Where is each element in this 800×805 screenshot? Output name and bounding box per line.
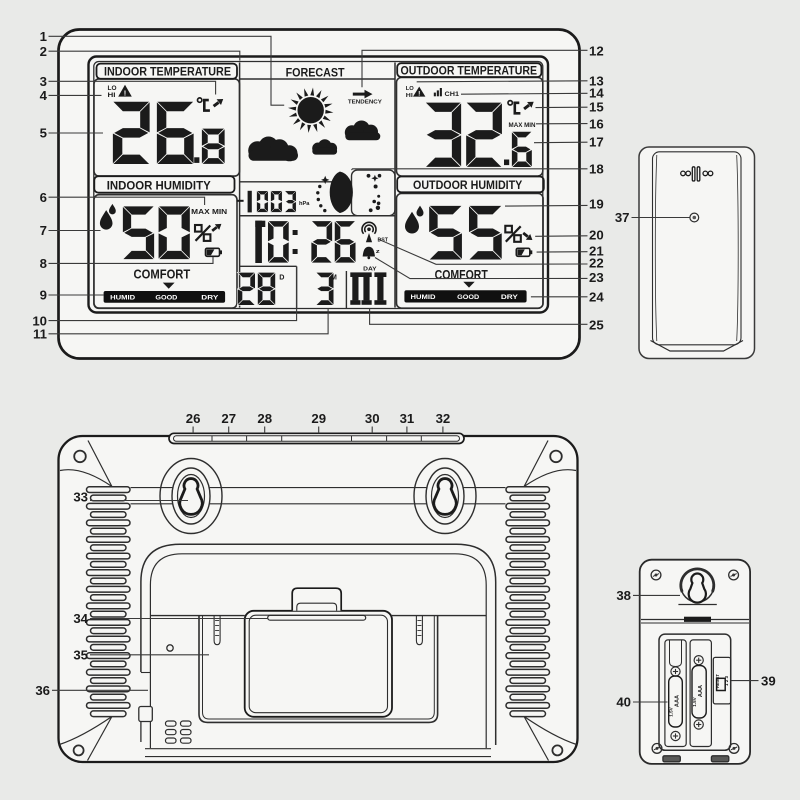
- svg-text:1.5V: 1.5V: [692, 696, 697, 706]
- svg-text:LO: LO: [108, 85, 117, 92]
- svg-text:3: 3: [40, 74, 47, 89]
- svg-text:18: 18: [589, 161, 604, 176]
- svg-text:16: 16: [589, 116, 604, 131]
- svg-text:19: 19: [589, 196, 604, 211]
- svg-text:9: 9: [40, 288, 47, 303]
- svg-text:HI: HI: [108, 92, 116, 99]
- svg-text:!: !: [124, 88, 127, 97]
- svg-text:M: M: [331, 273, 337, 282]
- svg-text:FORECAST: FORECAST: [286, 65, 345, 79]
- svg-text:27: 27: [221, 411, 236, 426]
- svg-text:15: 15: [589, 100, 604, 115]
- svg-text:24: 24: [589, 289, 604, 304]
- svg-text:17: 17: [589, 134, 604, 149]
- svg-text:hPa: hPa: [299, 201, 310, 207]
- svg-text:!: !: [418, 91, 420, 98]
- svg-text:MAX MIN: MAX MIN: [509, 123, 536, 129]
- svg-text:6: 6: [40, 190, 47, 205]
- svg-text:26: 26: [186, 411, 201, 426]
- svg-text:INDOOR HUMIDITY: INDOOR HUMIDITY: [107, 178, 211, 192]
- svg-text:DAY: DAY: [363, 266, 377, 272]
- svg-text:HUMID: HUMID: [110, 295, 135, 302]
- svg-text:OUTDOOR HUMIDITY: OUTDOOR HUMIDITY: [413, 178, 522, 192]
- svg-text:1.5V: 1.5V: [668, 706, 673, 716]
- svg-text:29: 29: [311, 411, 326, 426]
- svg-text:INDOOR TEMPERATURE: INDOOR TEMPERATURE: [104, 64, 231, 78]
- svg-text:5: 5: [40, 126, 47, 141]
- svg-text:32: 32: [436, 411, 451, 426]
- svg-text:30: 30: [365, 411, 380, 426]
- svg-text:25: 25: [589, 318, 604, 333]
- svg-text:22: 22: [589, 255, 604, 270]
- svg-text:7: 7: [40, 223, 47, 238]
- svg-text:HI: HI: [406, 93, 414, 99]
- svg-text:12: 12: [589, 44, 604, 59]
- svg-text:11: 11: [33, 327, 47, 342]
- svg-text:38: 38: [616, 588, 631, 603]
- svg-text:CH1: CH1: [445, 91, 460, 98]
- svg-text:40: 40: [616, 695, 631, 710]
- svg-text:COMFORT: COMFORT: [435, 267, 488, 282]
- svg-text:31: 31: [400, 411, 415, 426]
- svg-text:23: 23: [589, 270, 604, 285]
- svg-text:2: 2: [40, 44, 47, 59]
- svg-text:33: 33: [73, 490, 88, 505]
- svg-text:39: 39: [761, 673, 776, 688]
- svg-text:GOOD: GOOD: [457, 294, 479, 301]
- svg-text:RESET: RESET: [715, 674, 720, 688]
- svg-text:35: 35: [73, 648, 88, 663]
- svg-text:TENDENCY: TENDENCY: [348, 99, 383, 105]
- svg-text:AAA: AAA: [698, 685, 704, 697]
- svg-text:LO: LO: [406, 86, 414, 92]
- svg-text:GOOD: GOOD: [155, 295, 177, 302]
- svg-text:8: 8: [40, 256, 47, 271]
- svg-text:34: 34: [73, 611, 88, 626]
- svg-text:DRY: DRY: [201, 295, 219, 302]
- svg-text:D: D: [279, 273, 284, 282]
- svg-text:MAX MIN: MAX MIN: [191, 209, 227, 216]
- svg-text:1 2 3: 1 2 3: [724, 675, 729, 686]
- svg-text:OUTDOOR TEMPERATURE: OUTDOOR TEMPERATURE: [401, 64, 538, 78]
- svg-text:14: 14: [589, 85, 604, 100]
- svg-text:36: 36: [35, 683, 50, 698]
- svg-text:AAA: AAA: [674, 695, 680, 707]
- svg-text:COMFORT: COMFORT: [134, 267, 191, 282]
- svg-text:DRY: DRY: [501, 294, 519, 301]
- svg-text:HUMID: HUMID: [411, 294, 436, 301]
- svg-text:37: 37: [615, 210, 630, 225]
- svg-text:28: 28: [257, 411, 272, 426]
- svg-text:1: 1: [40, 29, 47, 44]
- svg-text:z: z: [376, 249, 380, 255]
- svg-text:4: 4: [40, 88, 48, 103]
- svg-text:20: 20: [589, 228, 604, 243]
